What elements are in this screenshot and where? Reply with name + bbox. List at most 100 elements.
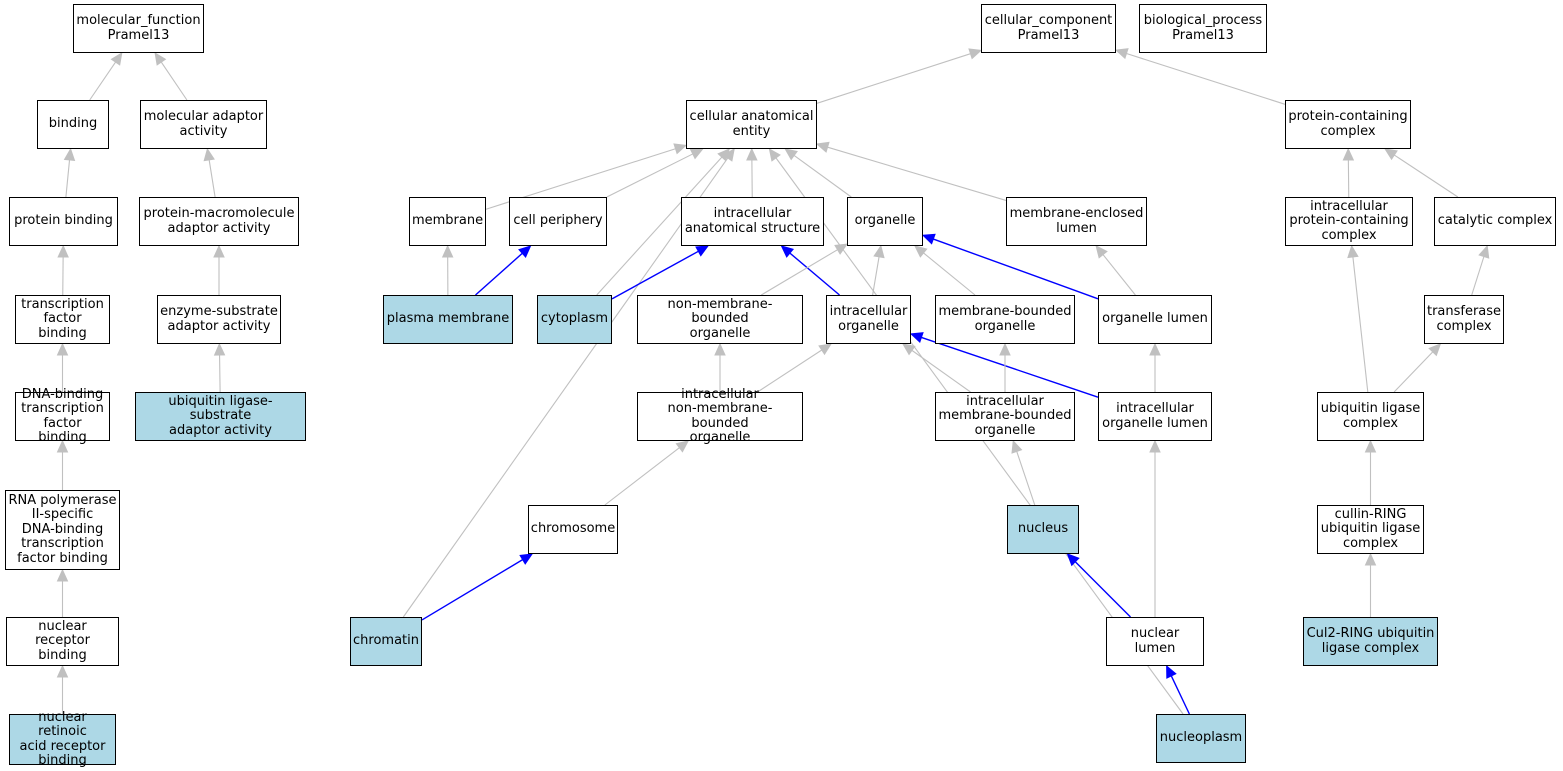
node-plasma-membrane[interactable]: plasma membrane xyxy=(383,295,513,344)
node-cellular-component-root[interactable]: cellular_component Pramel13 xyxy=(981,4,1116,53)
edge-intracell_org_lumen-to-intracell_organelle xyxy=(921,336,1099,398)
node-protein-containing-complex[interactable]: protein-containing complex xyxy=(1285,100,1411,149)
node-protein-binding[interactable]: protein binding xyxy=(9,197,118,246)
arrowhead-icon xyxy=(815,141,830,153)
edge-plasma_membrane-to-cell_periphery xyxy=(475,252,523,296)
arrowhead-icon xyxy=(1166,664,1177,679)
edge-cytoplasm-to-intracell_anat_struct xyxy=(611,250,699,300)
arrowhead-icon xyxy=(999,342,1011,356)
edge-intracell_organelle-to-intracell_anat_struct xyxy=(789,252,840,296)
arrowhead-icon xyxy=(56,439,69,453)
node-intracellular-membrane-bounded-organelle[interactable]: intracellular membrane-bounded organelle xyxy=(935,392,1075,441)
arrowhead-icon xyxy=(746,147,758,161)
arrowhead-icon xyxy=(518,245,532,258)
edge-chromatin-to-cell_anat_entity xyxy=(402,157,729,618)
arrowhead-icon xyxy=(203,147,215,162)
arrowhead-icon xyxy=(1364,439,1377,453)
node-intracellular-organelle[interactable]: intracellular organelle xyxy=(826,295,911,344)
node-cellular-anatomical-entity[interactable]: cellular anatomical entity xyxy=(686,100,817,149)
node-intracellular-non-membrane-bounded-organelle[interactable]: intracellular non-membrane-bounded organ… xyxy=(637,387,803,445)
node-transferase-complex[interactable]: transferase complex xyxy=(1424,295,1504,344)
node-nuclear-lumen[interactable]: nuclear lumen xyxy=(1106,617,1204,666)
arrowhead-icon xyxy=(213,342,226,356)
edge-organelle_lumen-to-organelle xyxy=(933,238,1099,300)
node-nucleoplasm[interactable]: nucleoplasm xyxy=(1156,714,1246,763)
node-cullin-ring-ubiquitin-ligase-complex[interactable]: cullin-RING ubiquitin ligase complex xyxy=(1317,505,1424,554)
arrowhead-icon xyxy=(519,553,534,565)
edge-organelle-to-cell_anat_entity xyxy=(793,155,852,198)
node-membrane[interactable]: membrane xyxy=(409,197,486,246)
arrowhead-icon xyxy=(695,245,710,257)
arrowhead-icon xyxy=(1149,342,1161,356)
arrowhead-icon xyxy=(901,343,916,356)
arrowhead-icon xyxy=(784,148,798,161)
edge-intracell_organelle-to-organelle xyxy=(872,256,880,296)
node-cytoplasm[interactable]: cytoplasm xyxy=(537,295,612,344)
arrowhead-icon xyxy=(56,664,69,678)
arrowhead-icon xyxy=(213,244,225,258)
arrowhead-icon xyxy=(675,440,690,453)
arrowhead-icon xyxy=(968,48,983,60)
node-chromatin[interactable]: chromatin xyxy=(350,617,422,666)
edge-organelle_lumen-to-mem_encl_lumen xyxy=(1102,254,1136,296)
arrowhead-icon xyxy=(57,244,69,258)
edge-mem_encl_lumen-to-cell_anat_entity xyxy=(827,146,1007,201)
edge-binding-to-mf_root xyxy=(89,61,117,101)
node-ubiquitin-ligase-complex[interactable]: ubiquitin ligase complex xyxy=(1317,392,1424,441)
arrowhead-icon xyxy=(768,148,781,162)
node-organelle[interactable]: organelle xyxy=(847,197,923,246)
node-membrane-enclosed-lumen[interactable]: membrane-enclosed lumen xyxy=(1006,197,1147,246)
node-membrane-bounded-organelle[interactable]: membrane-bounded organelle xyxy=(935,295,1075,344)
arrowhead-icon xyxy=(1149,439,1161,453)
arrowhead-icon xyxy=(834,243,849,255)
node-organelle-lumen[interactable]: organelle lumen xyxy=(1098,295,1212,344)
node-intracellular-anatomical-structure[interactable]: intracellular anatomical structure xyxy=(681,197,824,246)
arrowhead-icon xyxy=(56,342,69,356)
edge-ubq_lig_sub_adaptor-to-enz_sub_adaptor xyxy=(218,354,221,393)
node-ubiquitin-ligase-substrate-adaptor-activity[interactable]: ubiquitin ligase-substrate adaptor activ… xyxy=(135,392,306,441)
edge-intracell_non_mem_org-to-intracell_organelle xyxy=(757,349,823,393)
node-chromosome[interactable]: chromosome xyxy=(528,505,618,554)
edge-cell_periphery-to-cell_anat_entity xyxy=(606,153,694,198)
arrowhead-icon xyxy=(722,148,735,162)
edge-ubq_ligase_complex-to-intracell_prot_complex xyxy=(1352,256,1369,393)
node-nuclear-receptor-binding[interactable]: nuclear receptor binding xyxy=(6,617,119,666)
node-nucleus[interactable]: nucleus xyxy=(1007,505,1079,554)
node-biological-process-root[interactable]: biological_process Pramel13 xyxy=(1139,4,1267,53)
arrowhead-icon xyxy=(1384,148,1398,161)
node-non-membrane-bounded-organelle[interactable]: non-membrane-bounded organelle xyxy=(637,295,803,344)
node-cul2-ring-ubiquitin-ligase-complex[interactable]: Cul2-RING ubiquitin ligase complex xyxy=(1303,617,1438,666)
arrowhead-icon xyxy=(873,244,885,259)
edge-ubq_ligase_complex-to-transferase_complex xyxy=(1393,351,1434,393)
edge-prot_complex-to-cc_root xyxy=(1126,52,1286,105)
edge-prot_macro_adaptor-to-mol_adaptor xyxy=(208,159,216,198)
node-molecular-adaptor-activity[interactable]: molecular adaptor activity xyxy=(140,100,267,149)
edge-intracell_mem_org-to-intracell_organelle xyxy=(911,349,971,393)
node-molecular-function-root[interactable]: molecular_function Pramel13 xyxy=(73,4,204,53)
node-rna-polymerase-ii-specific-dna-binding-tf-binding[interactable]: RNA polymerase II-specific DNA-binding t… xyxy=(5,490,120,570)
arrowhead-icon xyxy=(63,147,76,162)
node-enzyme-substrate-adaptor-activity[interactable]: enzyme-substrate adaptor activity xyxy=(157,295,281,344)
arrowhead-icon xyxy=(818,343,833,356)
node-protein-macromolecule-adaptor-activity[interactable]: protein-macromolecule adaptor activity xyxy=(139,197,299,246)
arrowhead-icon xyxy=(1342,147,1355,161)
node-intracellular-protein-containing-complex[interactable]: intracellular protein-containing complex xyxy=(1285,197,1413,246)
node-catalytic-complex[interactable]: catalytic complex xyxy=(1434,197,1556,246)
arrowhead-icon xyxy=(1364,552,1377,566)
edge-nucleoplasm-to-nuclear_lumen xyxy=(1170,675,1191,715)
edge-nucleus-to-intracell_mem_org xyxy=(1016,451,1036,506)
node-intracellular-organelle-lumen[interactable]: intracellular organelle lumen xyxy=(1098,392,1212,441)
edge-transferase_complex-to-catalytic_complex xyxy=(1471,256,1485,296)
arrowhead-icon xyxy=(689,148,704,160)
node-dna-binding-transcription-factor-binding[interactable]: DNA-binding transcription factor binding xyxy=(15,387,110,445)
arrowhead-icon xyxy=(56,568,69,582)
arrowhead-icon xyxy=(1095,245,1108,259)
node-transcription-factor-binding[interactable]: transcription factor binding xyxy=(15,295,110,344)
arrowhead-icon xyxy=(1114,48,1129,60)
arrowhead-icon xyxy=(1066,553,1080,567)
node-binding[interactable]: binding xyxy=(37,100,109,149)
edge-mol_adaptor-to-mf_root xyxy=(160,61,188,101)
node-cell-periphery[interactable]: cell periphery xyxy=(509,197,607,246)
node-nuclear-retinoic-acid-receptor-binding[interactable]: nuclear retinoic acid receptor binding xyxy=(9,710,116,768)
arrowhead-icon xyxy=(441,244,454,258)
